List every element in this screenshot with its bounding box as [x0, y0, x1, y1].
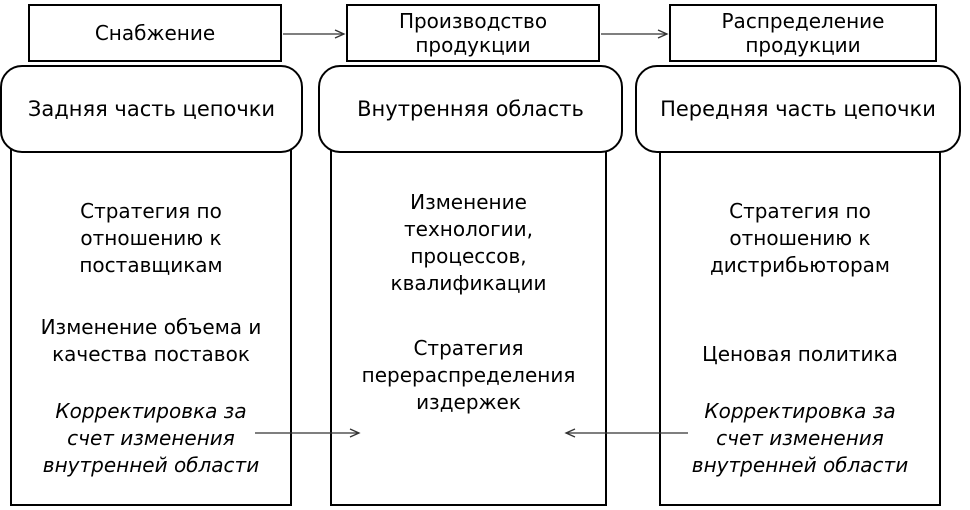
internal-cost-strategy: Стратегия перераспределения издержек [361, 336, 576, 414]
front-pricing-policy: Ценовая политика [702, 342, 898, 366]
column-front-header-label: Передняя часть цепочки [660, 97, 936, 121]
arrow-head-back-to-internal [349, 428, 361, 438]
stage-distribution-label: Распределение продукции [721, 9, 885, 57]
column-internal-header: Внутренняя область [318, 65, 623, 153]
column-front-header: Передняя часть цепочки [635, 65, 961, 153]
column-internal-body: Изменение технологии, процессов, квалифи… [330, 140, 607, 506]
column-back-header-label: Задняя часть цепочки [27, 97, 276, 121]
stage-supply: Снабжение [28, 4, 282, 62]
stage-distribution: Распределение продукции [669, 4, 937, 62]
front-distributor-strategy: Стратегия по отношению к дистрибьюторам [709, 199, 891, 277]
stage-supply-label: Снабжение [94, 21, 216, 45]
arrow-head-supply-to-production [334, 29, 346, 39]
column-back-header: Задняя часть цепочки [0, 65, 303, 153]
column-front-body: Стратегия по отношению к дистрибьюторам … [659, 140, 941, 506]
back-supply-volume-quality: Изменение объема и качества поставок [40, 315, 262, 366]
front-adjustment-note: Корректировка за счет изменения внутренн… [691, 399, 909, 477]
arrow-head-front-to-internal [564, 428, 576, 438]
internal-technology-change: Изменение технологии, процессов, квалифи… [390, 190, 547, 295]
arrow-head-production-to-distribution [657, 29, 669, 39]
stage-production: Производство продукции [346, 4, 600, 62]
back-supplier-strategy: Стратегия по отношению к поставщикам [79, 199, 223, 277]
column-back-body: Стратегия по отношению к поставщикам Изм… [10, 140, 292, 506]
stage-production-label: Производство продукции [398, 9, 548, 57]
column-internal-header-label: Внутренняя область [357, 97, 584, 121]
back-adjustment-note: Корректировка за счет изменения внутренн… [42, 399, 260, 477]
